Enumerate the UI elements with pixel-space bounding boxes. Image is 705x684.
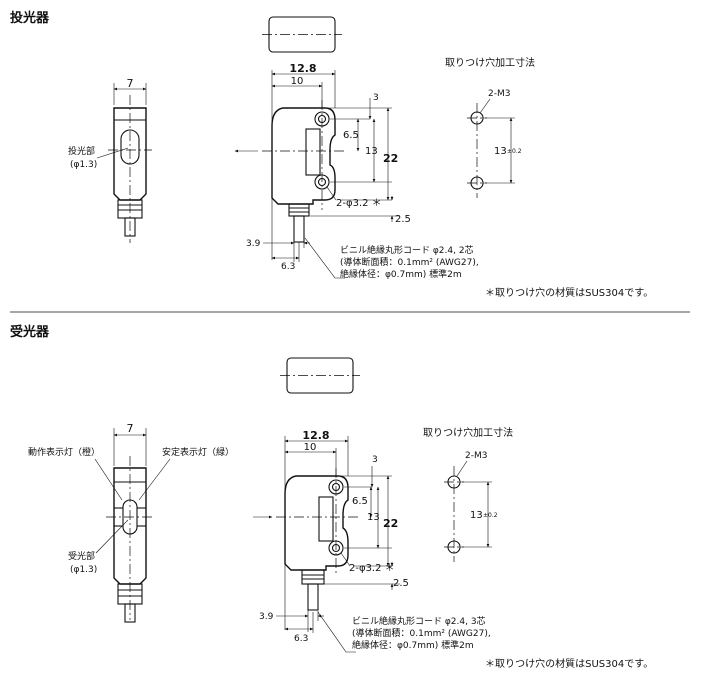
emitter-hole-pitch: 13 — [365, 146, 378, 157]
receiver-mount-thread: 2-M3 — [465, 451, 487, 461]
receiver-hole-half: 6.5 — [352, 496, 368, 507]
emitter-front-width: 7 — [127, 77, 134, 90]
receiver-cable-offset: 2.5 — [393, 578, 409, 589]
emitter-mount-pitch: 13 — [494, 146, 507, 157]
emitter-lead-a: 3.9 — [246, 239, 261, 249]
emitter-hole-offset: 10 — [291, 76, 304, 87]
emitter-top-view — [262, 16, 342, 53]
emitter-material-note: ＊取りつけ穴の材質はSUS304です。 — [485, 286, 653, 299]
receiver-mount-pattern: 取りつけ穴加工寸法 2-M3 13 ±0.2 — [423, 426, 513, 562]
receiver-lead-a: 3.9 — [259, 612, 274, 622]
receiver-cable-note: ビニル絶縁丸形コード φ2.4, 3芯 (導体断面積：0.1mm² (AWG27… — [352, 615, 491, 651]
emitter-mount-title: 取りつけ穴加工寸法 — [445, 56, 535, 69]
receiver-height: 22 — [383, 517, 398, 530]
emitter-top-margin: 3 — [373, 93, 379, 103]
emitter-side-view: 12.8 10 3 6.5 13 22 — [246, 62, 411, 279]
receiver-side-width: 12.8 — [302, 429, 329, 442]
receiver-side-view: 12.8 10 3 6.5 13 22 — [259, 429, 409, 653]
receiver-operation-led: 動作表示灯（橙） — [28, 446, 100, 458]
emitter-mount-pattern: 取りつけ穴加工寸法 2-M3 13 ±0.2 — [445, 56, 535, 198]
receiver-lead-b: 6.3 — [294, 634, 308, 644]
emitter-side-width: 12.8 — [289, 62, 316, 75]
emitter-hole-spec: 2-φ3.2 ＊ — [336, 198, 382, 209]
receiver-mount-pitch: 13 — [470, 510, 483, 521]
receiver-mount-tol: ±0.2 — [483, 512, 498, 519]
svg-text:絶縁体径：φ0.7mm) 標準2m: 絶縁体径：φ0.7mm) 標準2m — [352, 639, 474, 651]
receiver-hole-pitch: 13 — [367, 512, 380, 523]
receiver-hole-spec: 2-φ3.2 ＊ — [349, 563, 395, 574]
receiver-lens-diameter: (φ1.3) — [70, 565, 97, 575]
emitter-front-view: 7 投光部 (φ1.3) — [68, 77, 152, 243]
svg-text:絶縁体径：φ0.7mm) 標準2m: 絶縁体径：φ0.7mm) 標準2m — [340, 268, 462, 280]
receiver-top-view — [280, 357, 360, 394]
receiver-material-note: ＊取りつけ穴の材質はSUS304です。 — [485, 657, 653, 670]
receiver-front-view: 7 動作表示灯（橙） 安定表示灯（緑） 受光部 (φ1.3) — [28, 422, 234, 623]
emitter-lens-label: 投光部 — [68, 145, 95, 157]
receiver-lens-label: 受光部 — [68, 550, 95, 562]
emitter-cable-note: ビニル絶縁丸形コード φ2.4, 2芯 (導体断面積：0.1mm² (AWG27… — [340, 244, 479, 280]
emitter-title: 投光器 — [10, 10, 50, 26]
receiver-hole-offset: 10 — [304, 442, 317, 453]
emitter-mount-thread: 2-M3 — [488, 89, 510, 99]
emitter-lead-b: 6.3 — [281, 262, 295, 272]
receiver-top-margin: 3 — [372, 455, 378, 465]
emitter-mount-tol: ±0.2 — [507, 148, 522, 155]
svg-text:ビニル絶縁丸形コード φ2.4, 2芯: ビニル絶縁丸形コード φ2.4, 2芯 — [340, 244, 474, 256]
svg-text:(導体断面積：0.1mm² (AWG27),: (導体断面積：0.1mm² (AWG27), — [340, 256, 479, 268]
receiver-section: 受光器 7 動作表示灯（橙） 安定表示灯（緑） — [10, 324, 653, 670]
emitter-height: 22 — [383, 152, 398, 165]
emitter-lens-diameter: (φ1.3) — [70, 160, 97, 170]
receiver-front-width: 7 — [127, 422, 134, 435]
receiver-stability-led: 安定表示灯（緑） — [162, 446, 234, 458]
emitter-cable-offset: 2.5 — [395, 214, 411, 225]
svg-text:(導体断面積：0.1mm² (AWG27),: (導体断面積：0.1mm² (AWG27), — [352, 627, 491, 639]
receiver-title: 受光器 — [10, 324, 50, 340]
svg-text:ビニル絶縁丸形コード φ2.4, 3芯: ビニル絶縁丸形コード φ2.4, 3芯 — [352, 615, 486, 627]
emitter-section: 投光器 7 投光部 (φ1.3) — [10, 10, 653, 299]
receiver-mount-title: 取りつけ穴加工寸法 — [423, 426, 513, 439]
emitter-hole-half: 6.5 — [343, 130, 359, 141]
